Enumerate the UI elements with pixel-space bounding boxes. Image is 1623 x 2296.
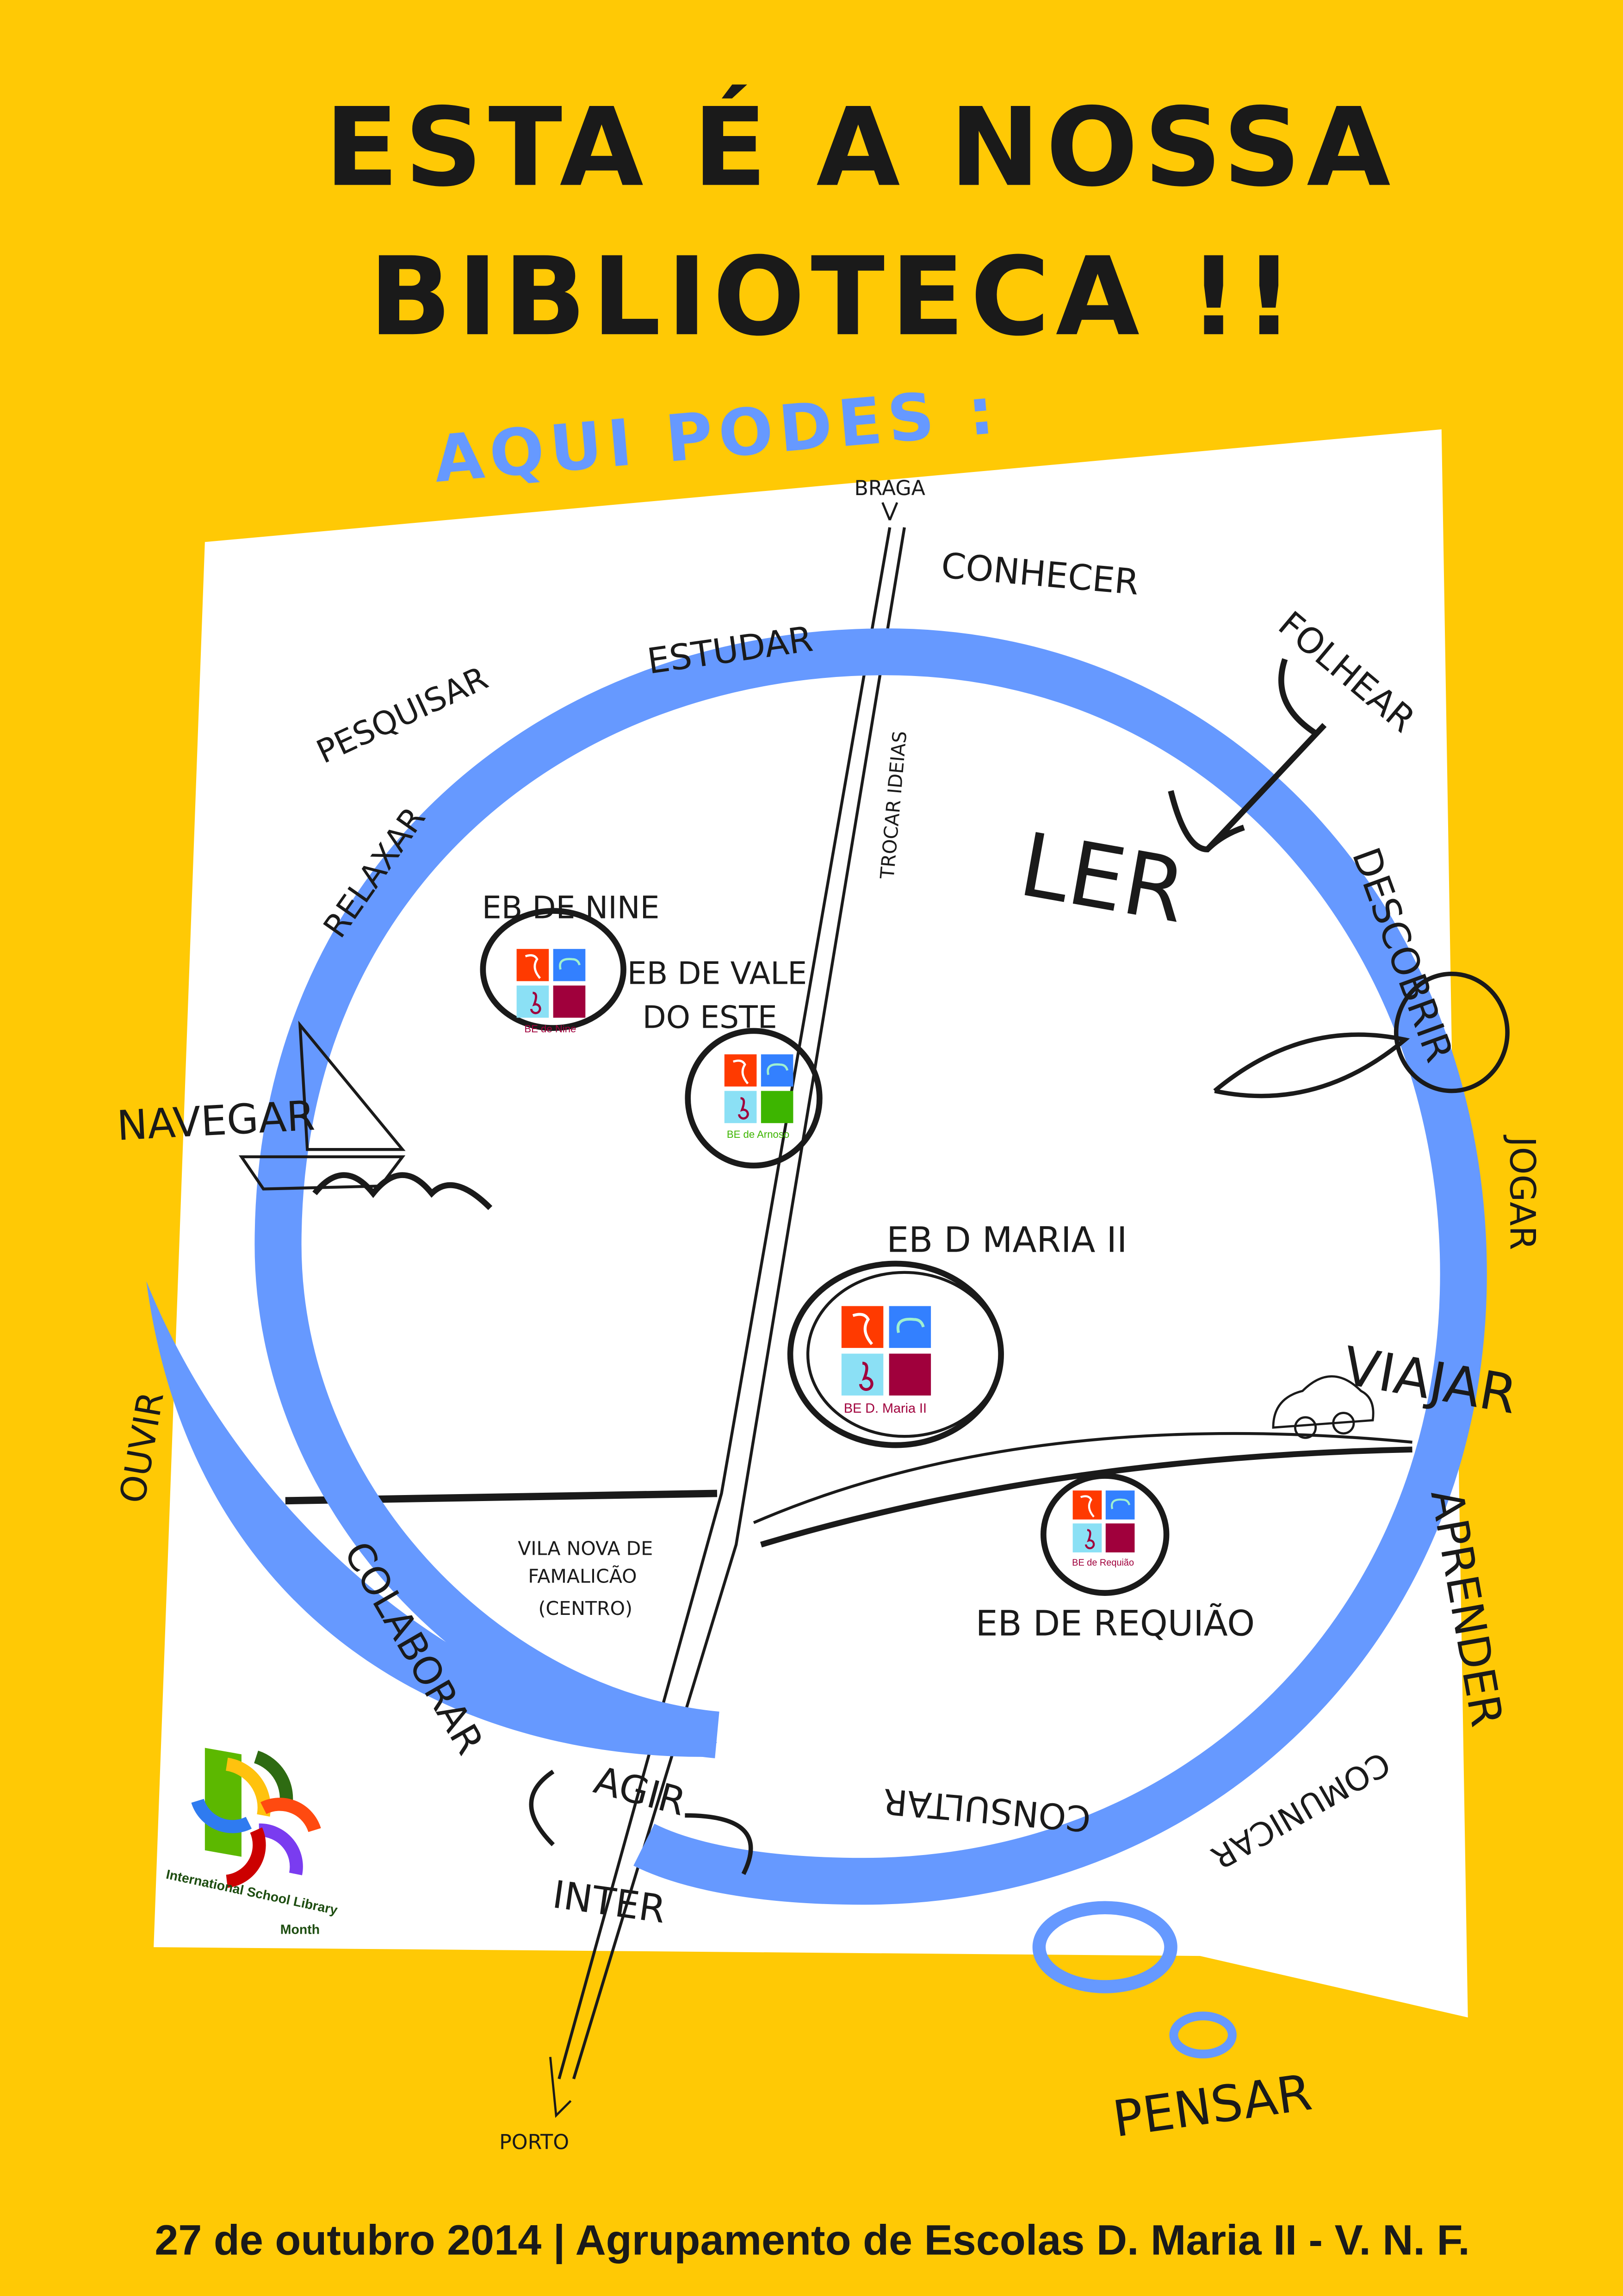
arrow-icon [1168,658,1327,853]
label-eb-vale-2: DO ESTE [643,999,777,1036]
sailboat-icon [238,1020,493,1210]
car-icon [1272,1375,1375,1439]
svg-text:BE D. Maria II: BE D. Maria II [844,1401,927,1416]
blue-crescent [146,1281,717,1757]
title-line-2: BIBLIOTECA !! [369,234,1300,360]
label-navegar: NAVEGAR [116,1092,316,1149]
svg-text:BE de Requião: BE de Requião [1072,1558,1134,1568]
thought-bubble-large [1032,1901,1177,1993]
label-jogar: JOGAR [1502,1135,1542,1250]
blue-ring [254,628,1487,1905]
svg-text:BE de Arnoso: BE de Arnoso [727,1129,789,1140]
logo-be-requiao: BE de Requião [1072,1490,1134,1568]
label-eb-requiao: EB DE REQUIÃO [976,1602,1255,1644]
logo-be-arnoso: BE de Arnoso [725,1055,793,1140]
label-eb-nine: EB DE NINE [482,889,660,925]
label-porto: PORTO [499,2131,569,2154]
label-vnf-2: FAMALICÃO [528,1565,637,1587]
leaf-icon [1213,971,1510,1098]
logo-be-maria-ii: BE D. Maria II [842,1306,931,1416]
logo-be-nine: BE de Nine [517,949,586,1035]
label-vnf-1: VILA NOVA DE [518,1537,653,1559]
label-vnf-3: (CENTRO) [539,1597,633,1620]
label-eb-maria: EB D MARIA II [886,1220,1127,1260]
scribble-circles [480,908,1170,1875]
footer: 27 de outubro 2014 | Agrupamento de Esco… [155,2216,1470,2264]
svg-text:BE de Nine: BE de Nine [524,1023,576,1035]
thought-bubble-small [1169,2011,1237,2059]
label-braga: BRAGA [855,477,925,500]
title-line-1: ESTA É A NOSSA [325,85,1396,211]
label-eb-vale-1: EB DE VALE [627,956,807,992]
ism-logo-line-2: Month [280,1923,320,1937]
